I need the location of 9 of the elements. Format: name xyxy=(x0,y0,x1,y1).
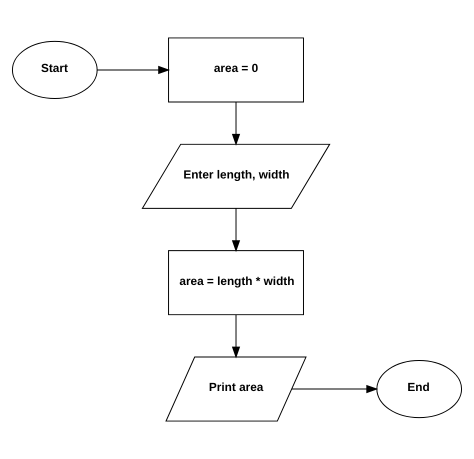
arrow xyxy=(232,314,240,358)
node-ellipse: Start xyxy=(12,40,98,99)
arrow xyxy=(291,384,378,394)
arrow xyxy=(96,66,170,74)
node-box: area = 0 xyxy=(168,37,304,102)
arrow xyxy=(232,101,240,146)
node-box: area = length * width xyxy=(168,250,304,316)
arrow xyxy=(232,208,240,252)
node-ellipse: End xyxy=(376,360,462,418)
